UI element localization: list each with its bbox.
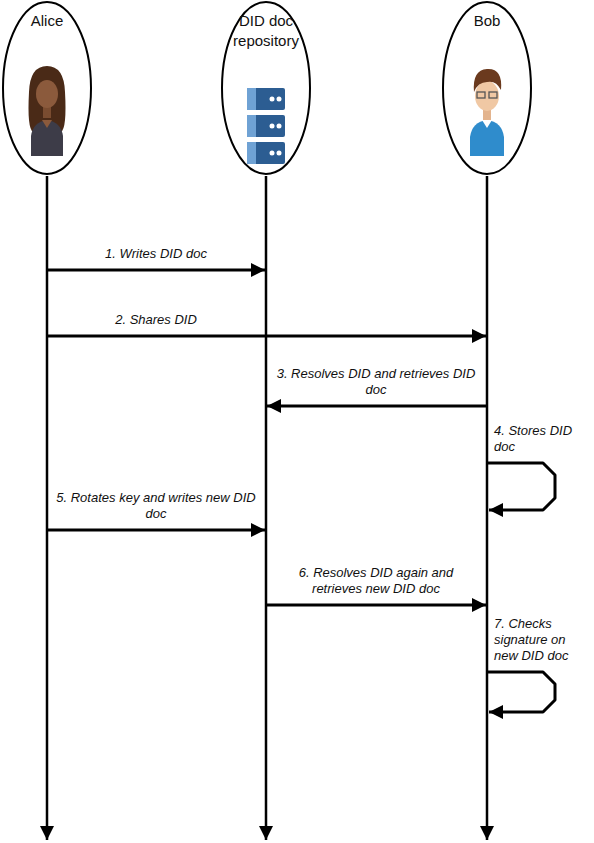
bob-icon bbox=[470, 69, 504, 156]
lifeline bbox=[265, 176, 268, 840]
server-stripe bbox=[247, 142, 256, 164]
hair bbox=[474, 69, 501, 92]
message-label: 6. Resolves DID again and retrieves new … bbox=[276, 565, 476, 597]
glasses bbox=[489, 92, 497, 98]
server bbox=[247, 115, 285, 137]
server bbox=[247, 142, 285, 164]
actor-texts: Alice bbox=[10, 1, 84, 31]
self-message-arrow bbox=[488, 672, 555, 712]
server-light bbox=[277, 97, 282, 102]
message-label: 1. Writes DID doc bbox=[51, 246, 261, 262]
actor-name: Alice bbox=[10, 11, 84, 31]
message-arrow bbox=[267, 405, 486, 408]
message-label: 5. Rotates key and writes new DID doc bbox=[49, 490, 263, 522]
server-icon bbox=[247, 88, 285, 164]
lifeline bbox=[486, 176, 489, 840]
server bbox=[247, 88, 285, 110]
face bbox=[475, 81, 499, 111]
lifelines bbox=[47, 176, 487, 840]
message-arrow bbox=[48, 335, 486, 338]
body bbox=[470, 120, 504, 156]
hair bbox=[29, 66, 66, 132]
server-light bbox=[270, 124, 275, 129]
message-label: 3. Resolves DID and retrieves DID doc bbox=[269, 366, 483, 398]
server-light bbox=[270, 97, 275, 102]
server-light bbox=[270, 151, 275, 156]
face bbox=[36, 80, 58, 108]
actor-texts: Bob bbox=[450, 1, 524, 31]
message-label: 7. Checks signature on new DID doc bbox=[492, 616, 590, 664]
body bbox=[31, 120, 63, 156]
server-stripe bbox=[247, 88, 256, 110]
glasses bbox=[477, 92, 485, 98]
alice-icon bbox=[29, 66, 66, 156]
actor-texts: DID doc repository bbox=[229, 1, 303, 51]
server-light bbox=[277, 151, 282, 156]
message-arrow bbox=[48, 529, 265, 532]
actor-ellipse bbox=[222, 2, 310, 174]
server-light bbox=[277, 124, 282, 129]
message-label: 4. Stores DID doc bbox=[492, 423, 590, 455]
actor-circle: Alice bbox=[2, 1, 92, 175]
collar bbox=[42, 120, 52, 128]
self-message-arrow bbox=[488, 463, 555, 510]
message-arrow bbox=[267, 604, 486, 607]
actor-ellipse bbox=[3, 2, 91, 174]
actor-name: DID doc repository bbox=[229, 11, 303, 51]
actor-circle: DID doc repository bbox=[221, 1, 311, 175]
lifeline bbox=[46, 176, 49, 840]
collar bbox=[482, 120, 492, 128]
actor-ellipse bbox=[443, 2, 531, 174]
actor-circle: Bob bbox=[442, 1, 532, 175]
actor-name: Bob bbox=[450, 11, 524, 31]
server-stripe bbox=[247, 115, 256, 137]
message-arrow bbox=[48, 269, 265, 272]
message-label: 2. Shares DID bbox=[51, 312, 261, 328]
